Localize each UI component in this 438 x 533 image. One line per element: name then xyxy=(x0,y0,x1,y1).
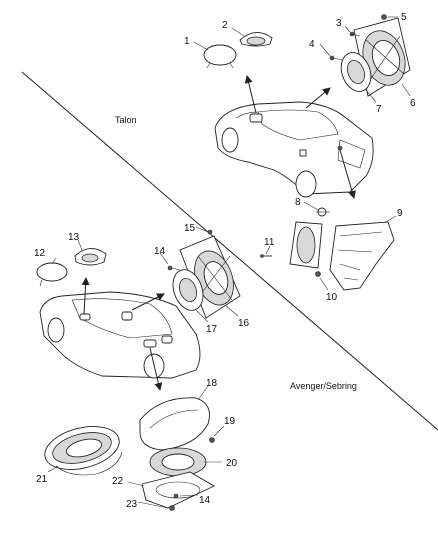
callout-17: 17 xyxy=(206,324,218,335)
callout-10: 10 xyxy=(326,292,338,303)
callout-8: 8 xyxy=(295,197,301,208)
part-10-clip xyxy=(315,271,321,277)
part-5-screw xyxy=(381,14,387,20)
talon-arrow-to-tweeter xyxy=(244,75,257,114)
avenger-sebring-car-outline xyxy=(39,291,201,379)
avenger-arrow-to-speaker xyxy=(131,293,165,311)
part-23-clip xyxy=(169,505,175,511)
talon-door-speaker xyxy=(289,221,323,269)
talon-arrow-to-door-speaker xyxy=(339,149,356,199)
part-6-speaker-bracket xyxy=(353,17,411,97)
callout-13: 13 xyxy=(68,232,80,243)
part-20-speaker xyxy=(149,447,207,477)
callout-9: 9 xyxy=(397,208,403,219)
callout-1: 1 xyxy=(184,36,190,47)
callout-5: 5 xyxy=(401,12,407,23)
section-label-talon: Talon xyxy=(115,115,137,125)
part-17-speaker xyxy=(172,269,204,311)
talon-car-outline xyxy=(214,101,374,198)
callout-15: 15 xyxy=(184,223,196,234)
callout-6: 6 xyxy=(410,98,416,109)
part-3-screw xyxy=(349,31,361,37)
part-11-screw xyxy=(260,254,272,258)
part-18-speaker-grille xyxy=(139,397,210,451)
avenger-arrow-to-rear-speaker xyxy=(149,347,163,391)
part-13-tweeter xyxy=(74,248,107,266)
callout-20: 20 xyxy=(226,458,238,469)
part-2-tweeter xyxy=(239,32,273,47)
callout-22: 22 xyxy=(112,476,124,487)
part-12-tweeter-cover xyxy=(36,262,68,287)
section-divider-line xyxy=(21,71,438,431)
part-4-screw xyxy=(329,55,343,61)
part-19-screw xyxy=(209,437,215,443)
part-8-grommet xyxy=(316,207,330,217)
section-label-avenger-sebring: Avenger/Sebring xyxy=(290,381,357,391)
part-16-speaker-bracket xyxy=(179,235,241,319)
part-14-screw-lower xyxy=(173,493,179,499)
callout-14-upper: 14 xyxy=(154,246,166,257)
part-22-speaker-bracket xyxy=(141,471,215,509)
part-14-screw-upper xyxy=(167,265,181,271)
callout-3: 3 xyxy=(336,18,342,29)
callout-7: 7 xyxy=(376,104,382,115)
part-21-oval-speaker xyxy=(44,426,123,476)
part-9-speaker-housing xyxy=(329,221,395,291)
callout-11: 11 xyxy=(264,237,275,248)
callout-4: 4 xyxy=(309,39,315,50)
callout-leaders xyxy=(47,16,411,509)
talon-arrow-to-rear-speaker xyxy=(305,87,331,109)
part-15-screw xyxy=(207,229,213,235)
part-1-tweeter-cover xyxy=(203,44,237,69)
avenger-arrow-to-tweeter xyxy=(81,277,90,315)
callout-18: 18 xyxy=(206,378,218,389)
callout-16: 16 xyxy=(238,318,250,329)
callout-21: 21 xyxy=(36,474,48,485)
callout-23: 23 xyxy=(126,499,138,510)
callout-2: 2 xyxy=(222,20,228,31)
part-7-speaker xyxy=(340,52,372,92)
callout-14-lower: 14 xyxy=(199,495,211,506)
callout-19: 19 xyxy=(224,416,236,427)
callout-12: 12 xyxy=(34,248,46,259)
